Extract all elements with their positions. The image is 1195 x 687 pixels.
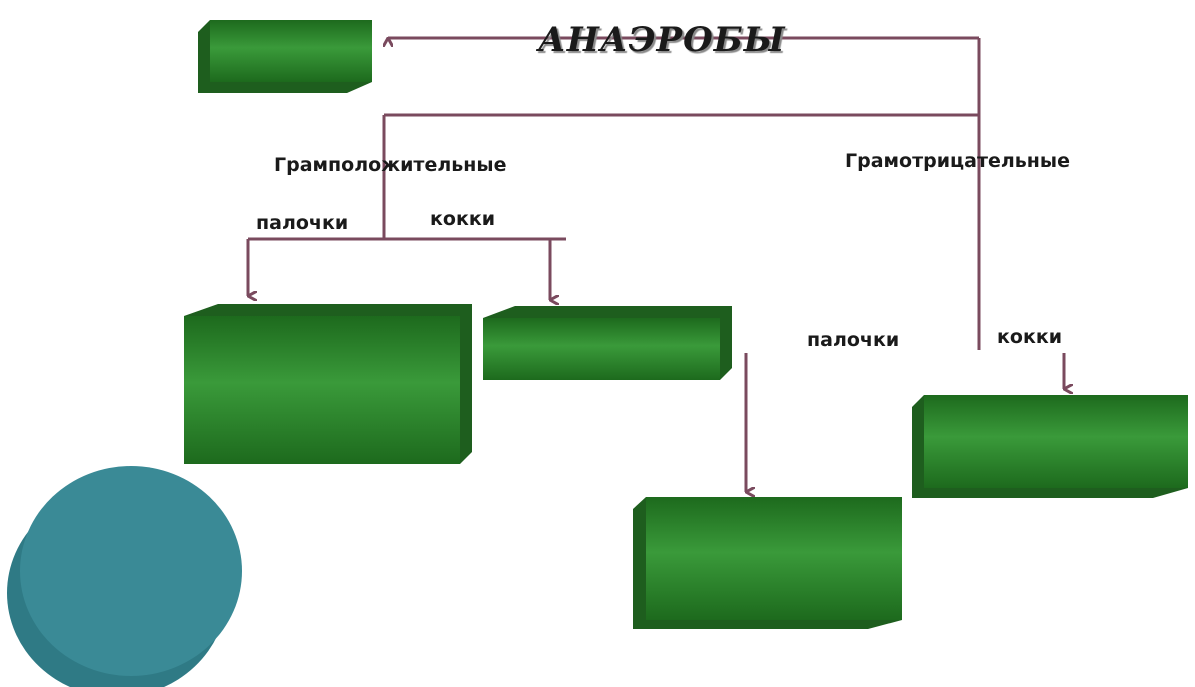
box-anaerobes — [198, 20, 372, 93]
decorative-circle — [7, 466, 242, 687]
label-gn-rods: палочки — [807, 329, 900, 351]
label-gram-positive: Грамположительные — [274, 154, 507, 176]
box-gram-positive-rods — [184, 304, 472, 464]
diagram-title: АНАЭРОБЫ — [538, 20, 786, 60]
box-gram-negative-rods — [633, 497, 902, 629]
box-gram-positive-cocci — [483, 306, 732, 380]
label-gp-rods: палочки — [256, 212, 349, 234]
connectors — [246, 36, 1064, 492]
label-gram-negative: Грамотрицательные — [845, 150, 1070, 172]
label-gp-cocci: кокки — [430, 208, 496, 230]
box-gram-negative-cocci — [912, 395, 1188, 498]
label-gn-cocci: кокки — [997, 326, 1063, 348]
